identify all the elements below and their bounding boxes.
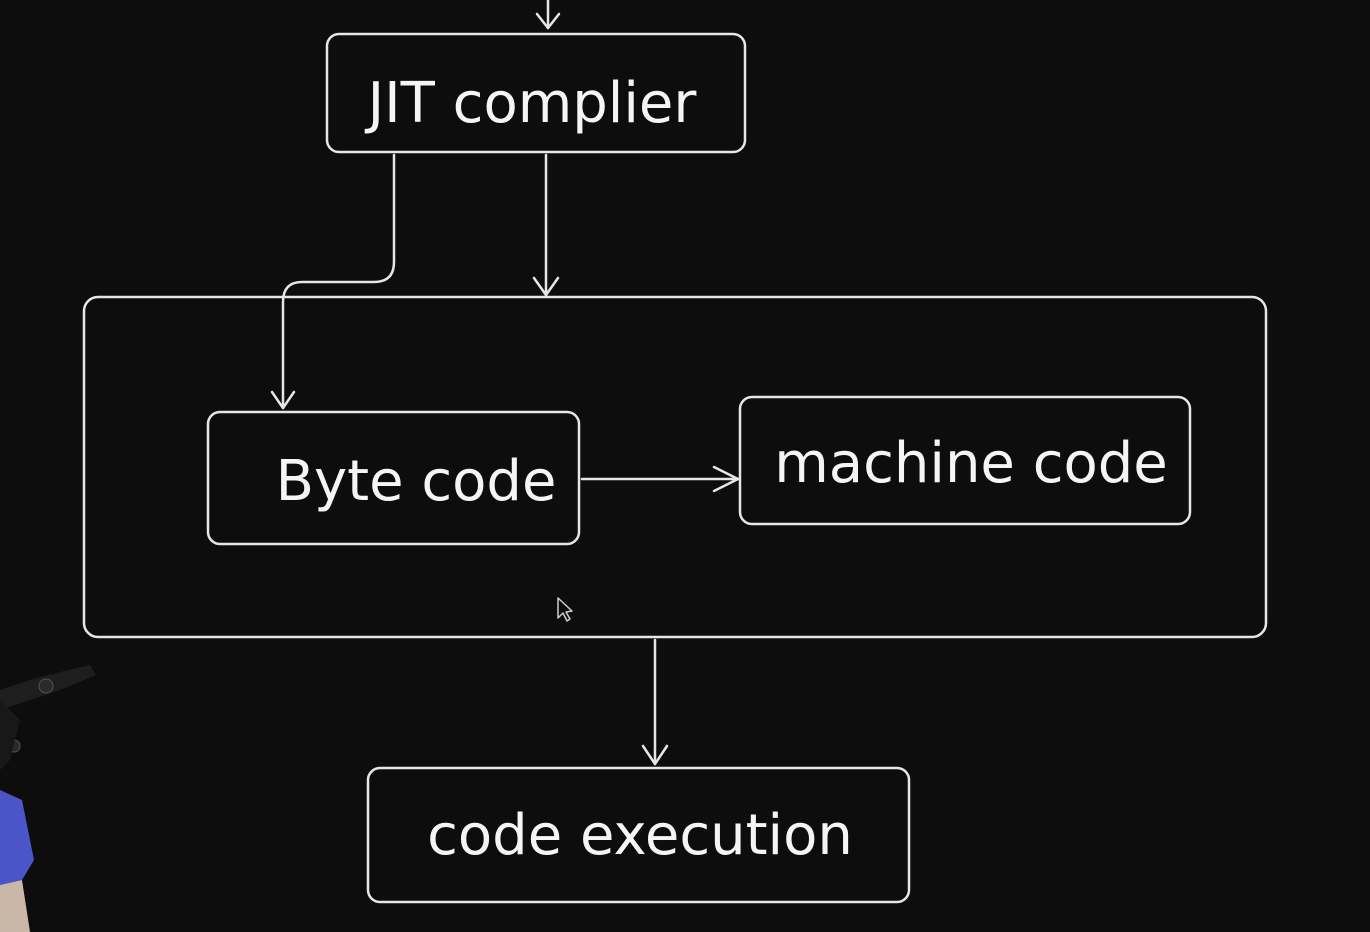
- webcam-overlay: [0, 665, 96, 932]
- container-to-execution-arrow: [641, 638, 669, 766]
- runtime-container: [82, 295, 1268, 639]
- code-execution-node: code execution: [366, 766, 911, 904]
- jit-to-container-arrow: [532, 153, 560, 297]
- machine-code-label: machine code: [774, 431, 1168, 496]
- code-execution-label: code execution: [427, 803, 853, 868]
- jit-to-bytecode-arrow: [270, 153, 396, 410]
- incoming-arrow: [535, 0, 561, 30]
- bytecode-to-machine-arrow: [580, 465, 740, 493]
- jit-compiler-node: JIT complier: [325, 32, 747, 154]
- bytecode-label: Byte code: [276, 449, 557, 514]
- bytecode-node: Byte code: [206, 410, 581, 546]
- mouse-cursor-icon: [557, 597, 573, 622]
- machine-code-node: machine code: [738, 395, 1192, 526]
- jit-compiler-label: JIT complier: [365, 71, 698, 136]
